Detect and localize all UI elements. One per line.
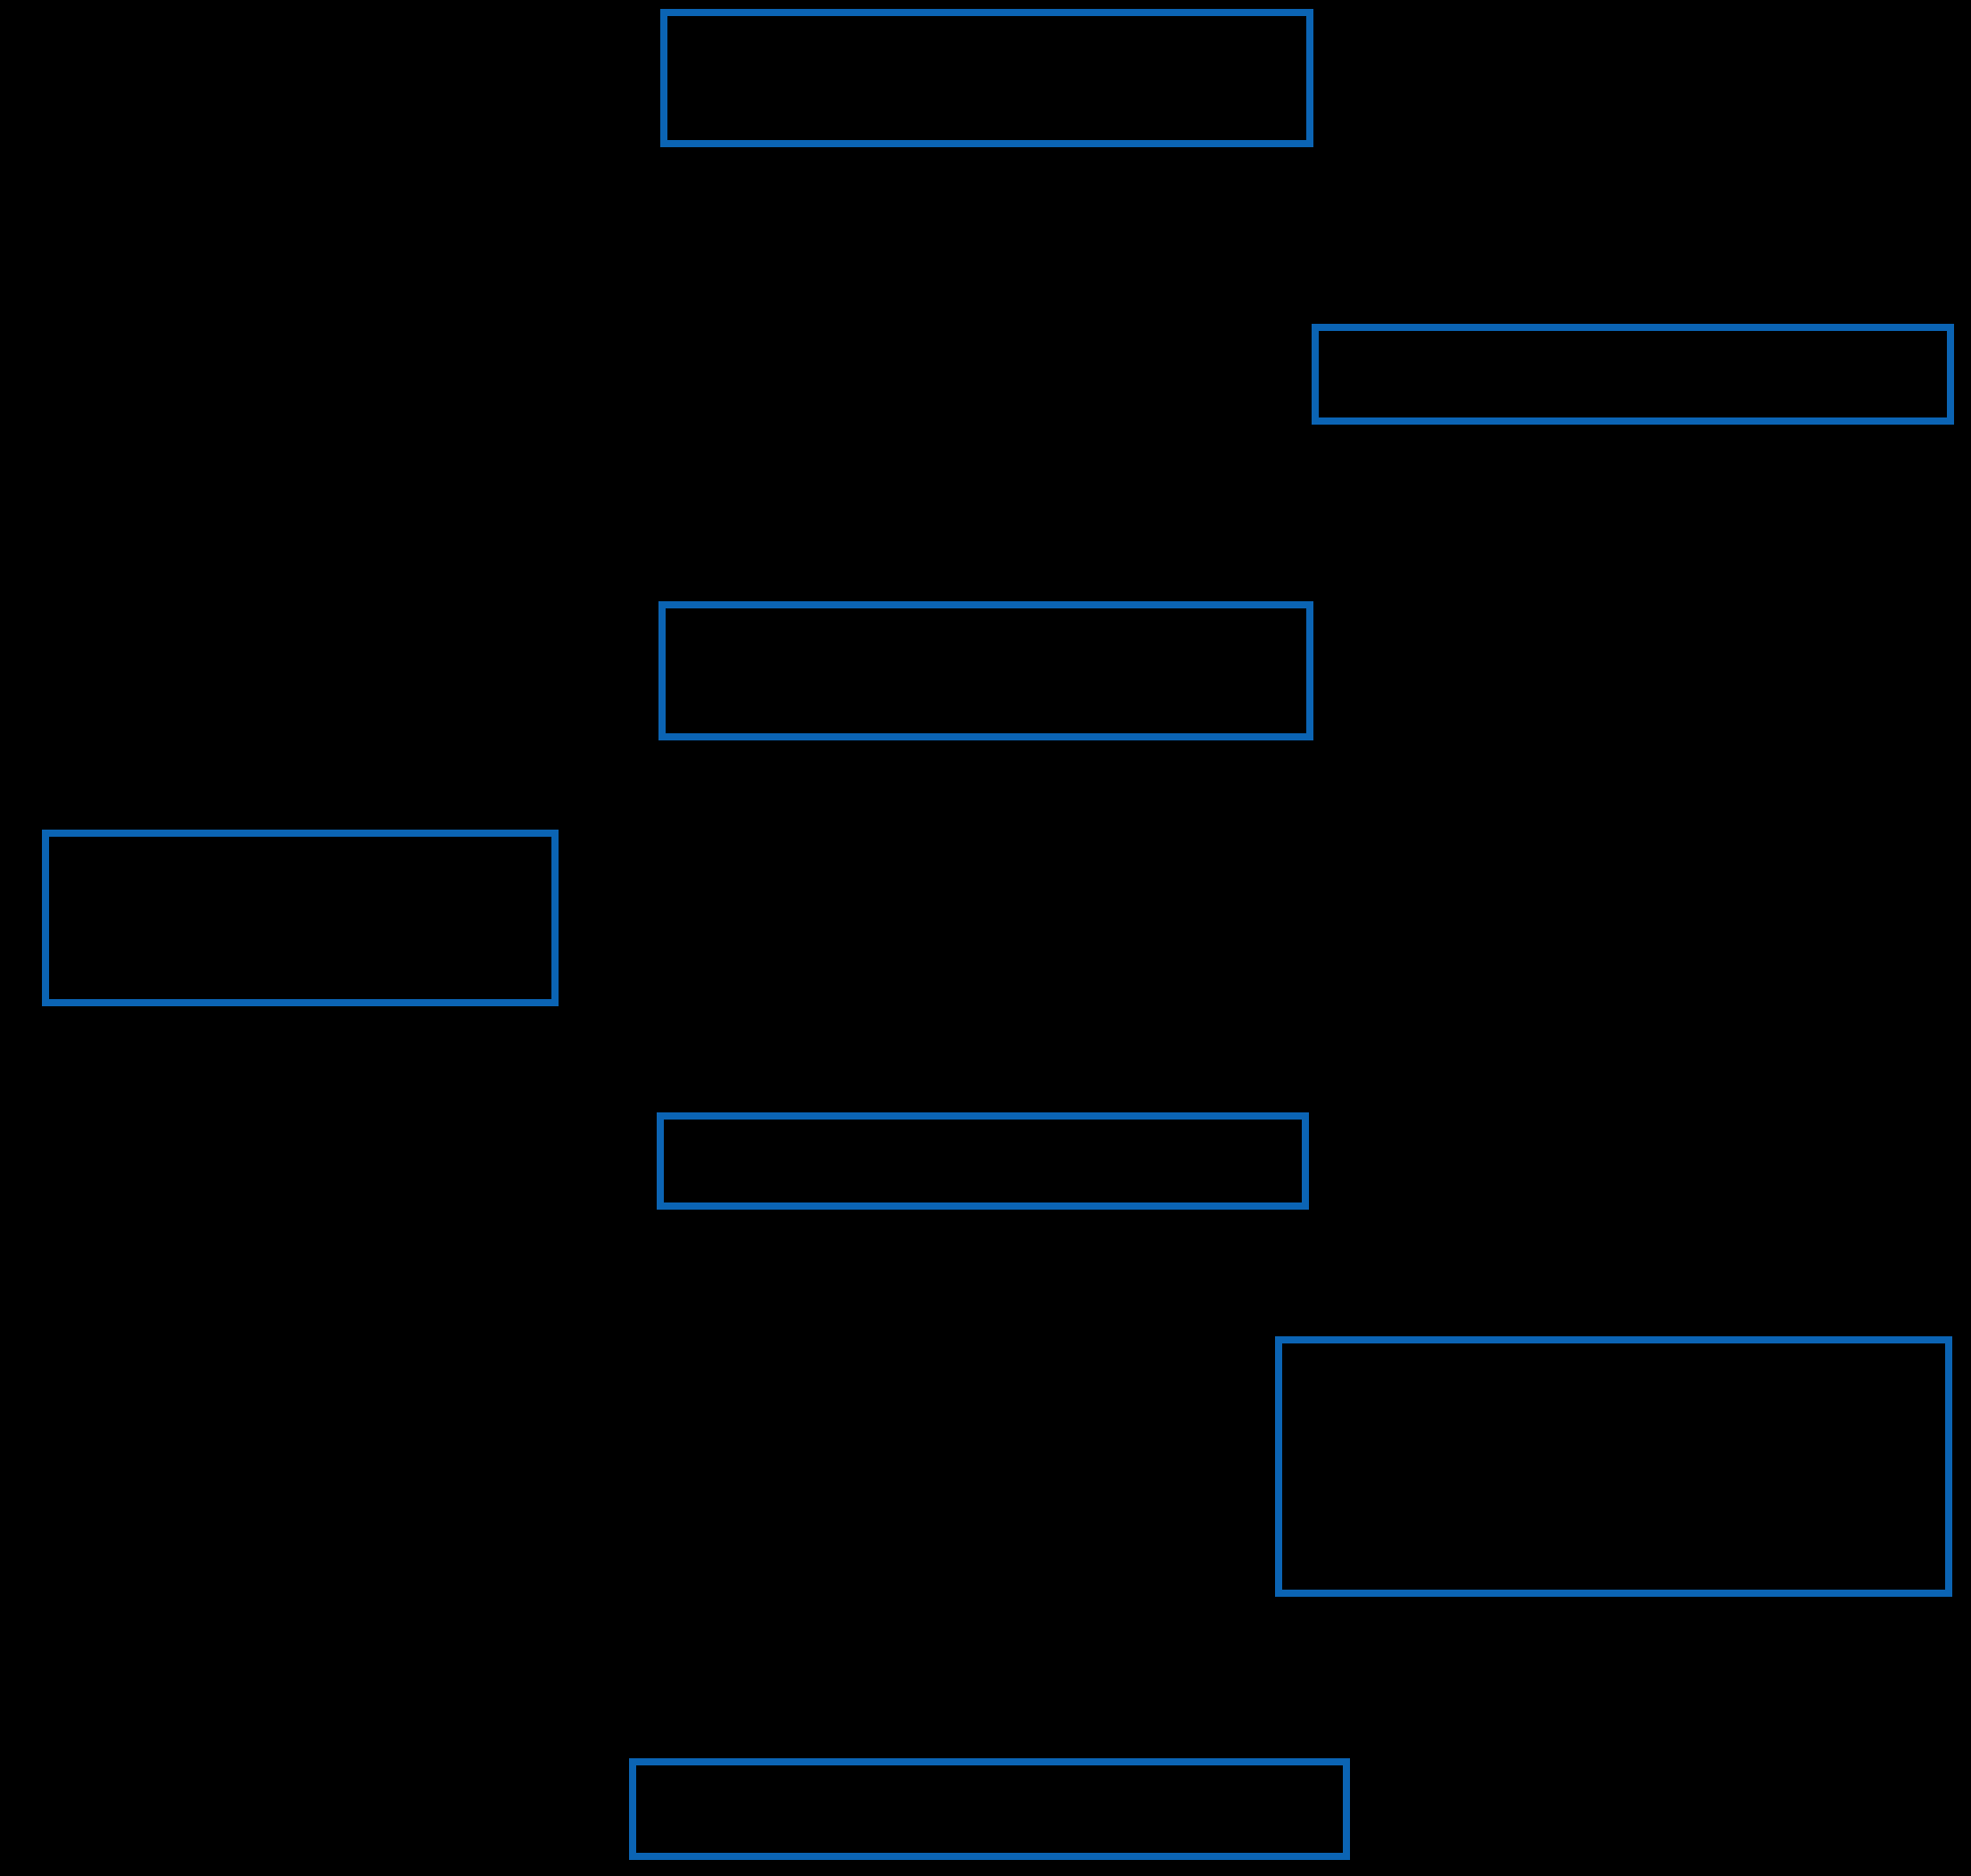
box-right-upper-bounding-box-overlay — [1312, 324, 1954, 425]
box-right-lower-bounding-box-overlay — [1275, 1336, 1952, 1597]
box-center-lower-bounding-box-overlay — [657, 1112, 1309, 1210]
box-center-bounding-box-overlay — [658, 601, 1313, 740]
box-bottom-center-bounding-box-overlay — [629, 1758, 1350, 1860]
box-left-bounding-box-overlay — [42, 830, 559, 1006]
box-top-center-bounding-box-overlay — [660, 9, 1313, 147]
